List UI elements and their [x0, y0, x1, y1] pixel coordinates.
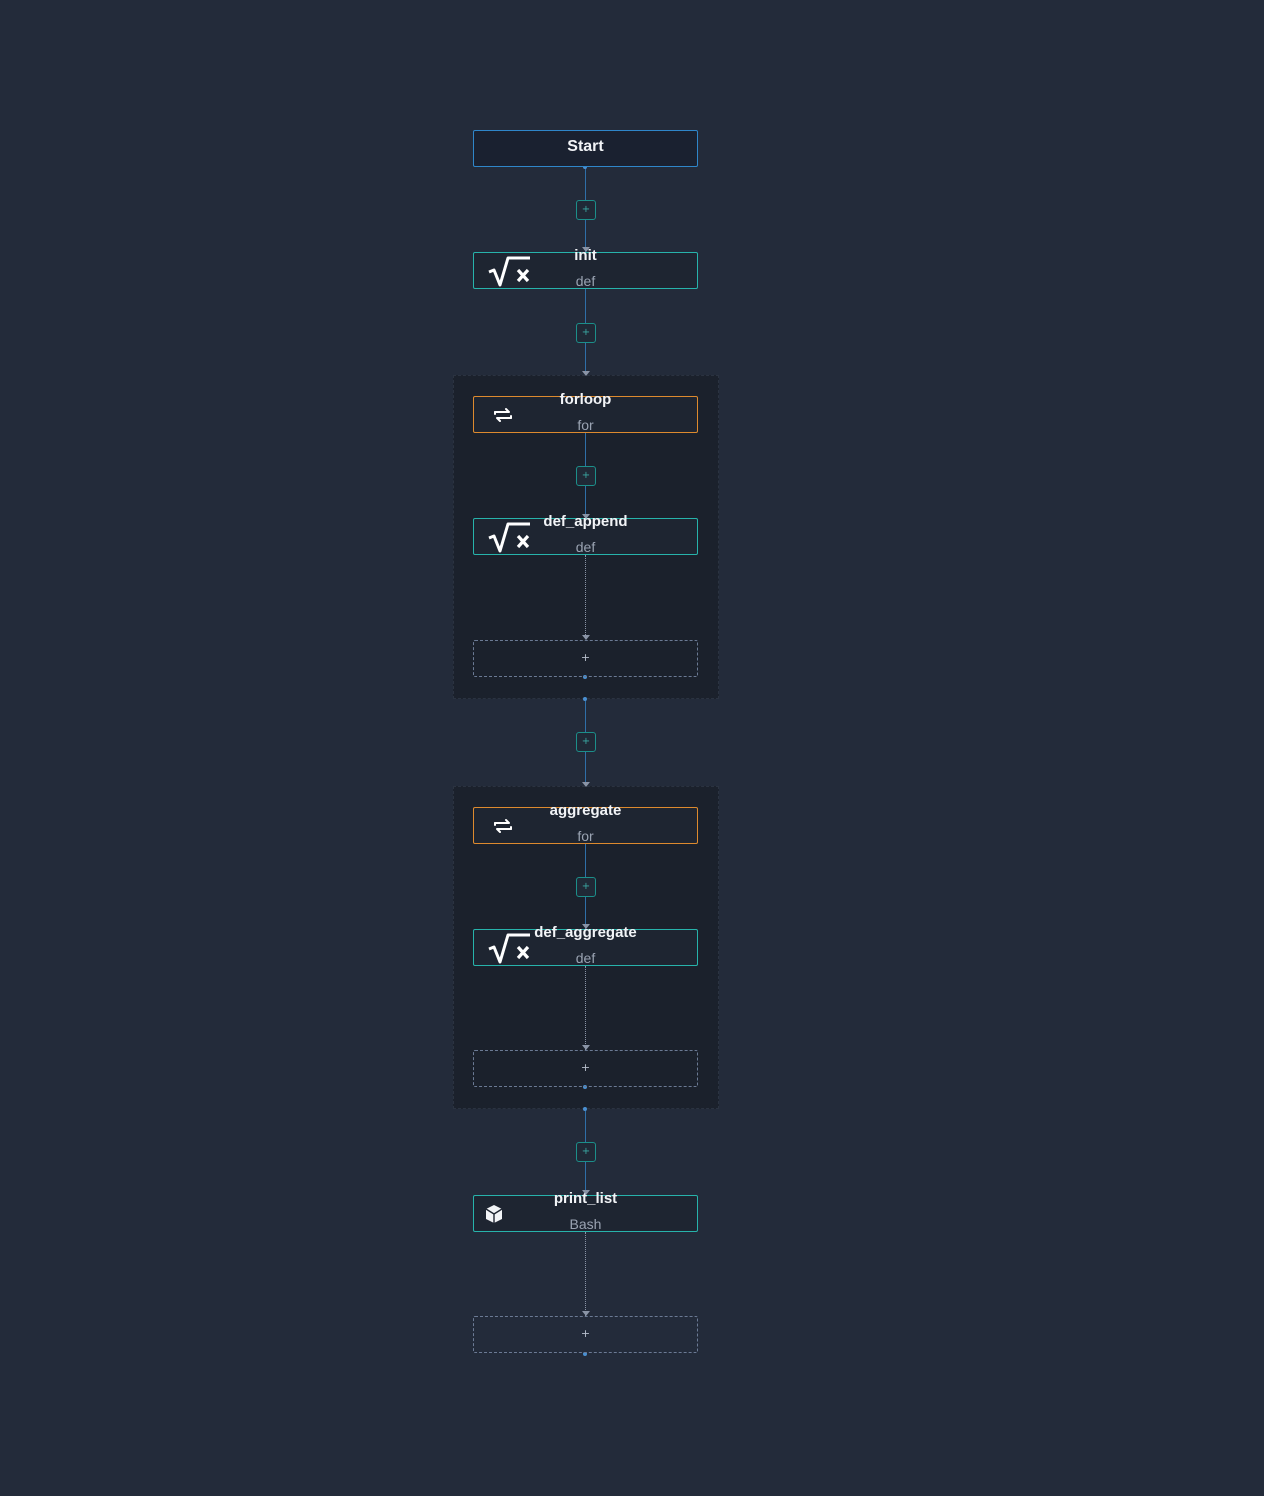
node-title: init [574, 247, 597, 264]
node-title: forloop [559, 391, 612, 408]
node-title: aggregate [549, 802, 622, 819]
add-node-button[interactable]: + [576, 323, 596, 343]
edge-defaggregate-placeholder [585, 966, 586, 1050]
node-type: for [577, 417, 594, 433]
add-node-placeholder[interactable]: + [473, 1050, 698, 1087]
cube-icon [485, 1204, 503, 1228]
arrow-head [582, 1311, 590, 1316]
node-init[interactable]: init def [473, 247, 698, 289]
edge-defappend-placeholder [585, 555, 586, 639]
arrow-head [582, 371, 590, 376]
node-title: def_aggregate [534, 924, 637, 941]
port-dot [583, 697, 587, 701]
node-type: def [575, 950, 596, 966]
node-title: def_append [543, 513, 628, 530]
repeat-icon [492, 404, 514, 430]
port-dot [583, 1085, 587, 1089]
node-type: Bash [569, 1216, 602, 1232]
add-node-button[interactable]: + [576, 877, 596, 897]
node-title: print_list [553, 1190, 618, 1207]
sqrt-x-icon [486, 255, 532, 293]
port-dot [583, 165, 587, 169]
port-dot [583, 675, 587, 679]
node-forloop[interactable]: forloop for [473, 391, 698, 433]
port-dot [583, 1107, 587, 1111]
node-title: Start [567, 138, 604, 155]
arrow-head [582, 635, 590, 640]
node-print-list[interactable]: print_list Bash [473, 1190, 698, 1232]
arrow-head [582, 782, 590, 787]
edge-printlist-placeholder [585, 1232, 586, 1316]
add-node-button[interactable]: + [576, 1142, 596, 1162]
arrow-head [582, 514, 590, 519]
node-aggregate[interactable]: aggregate for [473, 802, 698, 844]
add-node-placeholder[interactable]: + [473, 640, 698, 677]
arrow-head [582, 1190, 590, 1195]
node-def-append[interactable]: def_append def [473, 513, 698, 555]
add-node-button[interactable]: + [576, 466, 596, 486]
sqrt-x-icon [486, 932, 532, 970]
node-type: for [577, 828, 594, 844]
port-dot [583, 1352, 587, 1356]
node-start[interactable]: Start [473, 130, 698, 167]
repeat-icon [492, 815, 514, 841]
add-node-button[interactable]: + [576, 732, 596, 752]
node-def-aggregate[interactable]: def_aggregate def [473, 924, 698, 966]
sqrt-x-icon [486, 521, 532, 559]
arrow-head [582, 247, 590, 252]
node-type: def [575, 273, 596, 289]
add-node-button[interactable]: + [576, 200, 596, 220]
arrow-head [582, 924, 590, 929]
node-type: def [575, 539, 596, 555]
arrow-head [582, 1045, 590, 1050]
add-node-placeholder[interactable]: + [473, 1316, 698, 1353]
